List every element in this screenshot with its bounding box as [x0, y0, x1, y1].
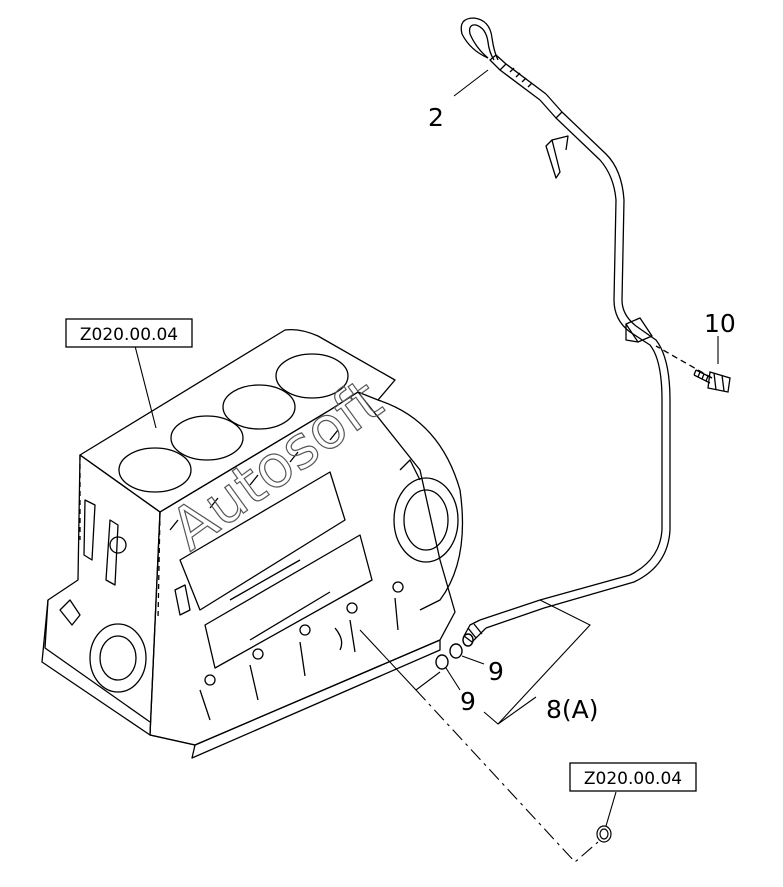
reference-label-bottom: Z020.00.04 [584, 769, 682, 789]
cylinder-bore-3 [222, 384, 296, 430]
watermark-text: Autosoft [158, 366, 394, 564]
cylinder-bore-4 [275, 353, 349, 399]
reference-label-top: Z020.00.04 [80, 325, 178, 345]
rear-bore [393, 477, 459, 563]
callout-9-upper: 9 [488, 657, 504, 686]
reference-box-top[interactable]: Z020.00.04 [65, 318, 193, 348]
o-ring-lower [435, 654, 449, 670]
dipstick-guide-tube [479, 117, 663, 621]
block-left-face [41, 454, 161, 736]
tube-end-fitting [463, 619, 487, 643]
tube-bracket-mid [625, 317, 653, 343]
cylinder-bore-1 [118, 447, 192, 493]
crank-bore-left [89, 623, 147, 693]
callout-8a: 8(A) [546, 695, 599, 724]
leader-lines [134, 69, 719, 863]
callout-9-lower: 9 [460, 687, 476, 716]
tube-bracket-top [545, 139, 561, 179]
o-rings [435, 633, 474, 670]
drain-plug [596, 825, 612, 843]
callout-2: 2 [428, 103, 444, 132]
callout-10: 10 [704, 309, 736, 338]
cylinder-bore-2 [170, 415, 244, 461]
engine-block [41, 328, 464, 759]
dipstick [460, 17, 671, 643]
dipstick-handle-ring [460, 17, 499, 61]
block-rear-flange [377, 399, 464, 611]
reference-box-bottom[interactable]: Z020.00.04 [569, 762, 697, 792]
o-ring-upper [449, 643, 463, 659]
bolt-part-10 [655, 345, 731, 393]
watermark: Autosoft [158, 365, 395, 564]
